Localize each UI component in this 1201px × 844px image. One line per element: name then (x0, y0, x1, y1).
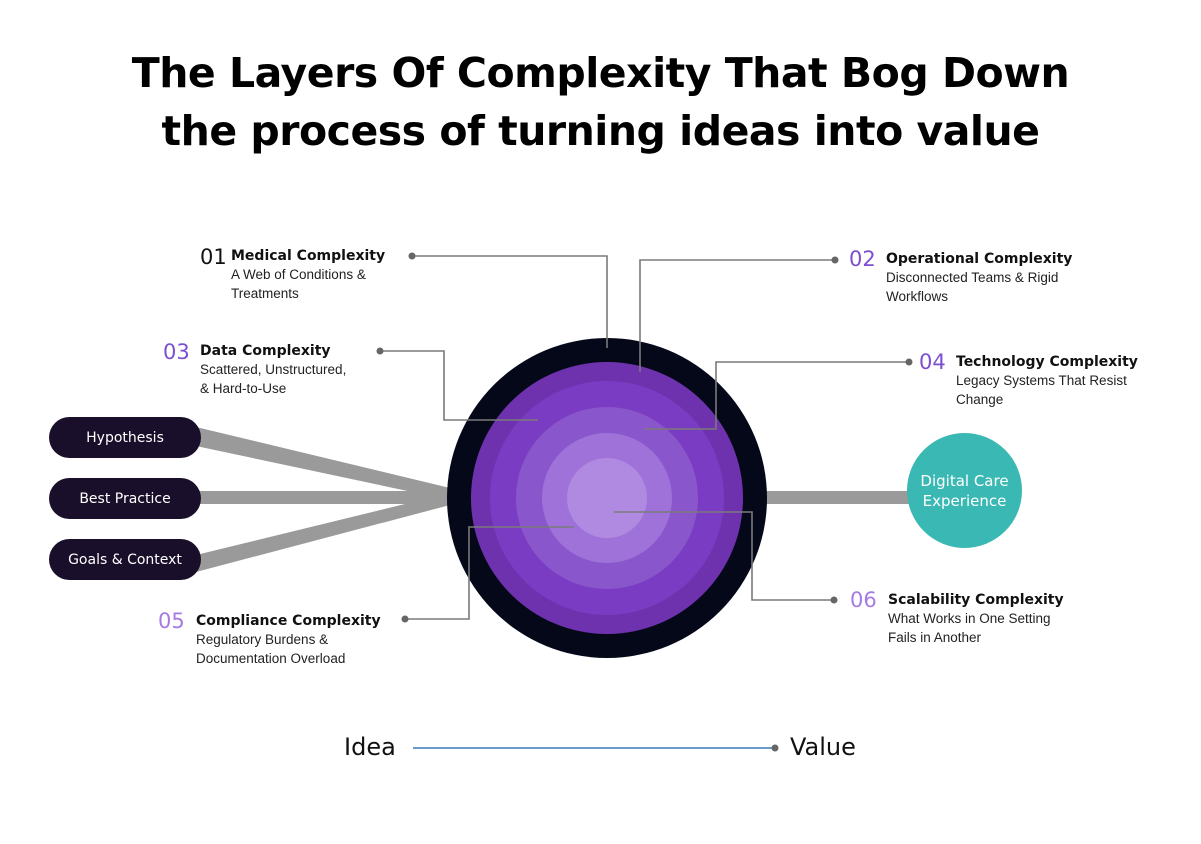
complexity-title: Technology Complexity (956, 354, 1138, 370)
title-line-2: the process of turning ideas into value (161, 107, 1040, 155)
connector-03 (380, 350, 538, 421)
complexity-item-03: 03 Data Complexity Scattered, Unstructur… (163, 341, 347, 398)
complexity-item-06: 06 Scalability Complexity What Works in … (850, 589, 1064, 647)
complexity-item-02: 02 Operational Complexity Disconnected T… (849, 248, 1073, 306)
connector-dot-03 (376, 347, 384, 355)
complexity-desc-line-1: Scattered, Unstructured, (200, 362, 347, 377)
input-label: Goals & Context (68, 551, 182, 568)
complexity-desc-line-1: A Web of Conditions & (231, 267, 366, 282)
input-label: Hypothesis (86, 429, 164, 446)
complexity-desc-line-1: Legacy Systems That Resist (956, 373, 1127, 388)
idea-value-dot (771, 744, 779, 752)
complexity-desc-line-1: Disconnected Teams & Rigid (886, 270, 1059, 285)
connector-dot-02 (831, 256, 839, 264)
funnel-line-hypothesis (196, 427, 450, 500)
complexity-desc-line-2: & Hard-to-Use (200, 381, 287, 396)
output-digital-care-experience: Digital Care Experience (907, 433, 1022, 548)
connector-dot-05 (401, 615, 409, 623)
complexity-desc-line-1: Regulatory Burdens & (196, 632, 329, 647)
complexity-desc-line-2: Documentation Overload (196, 651, 346, 666)
axis-label-idea: Idea (344, 733, 396, 761)
complexity-desc-line-2: Fails in Another (888, 630, 982, 645)
funnel-line-goals (196, 493, 450, 572)
complexity-title: Medical Complexity (231, 248, 386, 264)
page-title: The Layers Of Complexity That Bog Down t… (0, 44, 1201, 160)
layer-core (567, 458, 647, 538)
funnel-line-best-practice (196, 491, 456, 504)
output-line-1: Digital Care (920, 471, 1009, 490)
axis-label-value: Value (790, 733, 856, 761)
output-connector (760, 491, 910, 504)
funnel-lines (196, 427, 456, 572)
complexity-desc-line-2: Workflows (886, 289, 949, 304)
complexity-layers (447, 338, 767, 658)
complexity-number: 03 (163, 340, 190, 364)
connector-dot-06 (830, 596, 838, 604)
complexity-number: 02 (849, 247, 876, 271)
complexity-number: 04 (919, 350, 946, 374)
complexity-desc-line-2: Treatments (231, 286, 299, 301)
complexity-item-05: 05 Compliance Complexity Regulatory Burd… (158, 610, 381, 668)
input-pill-goals-context: Goals & Context (49, 539, 201, 580)
input-pill-best-practice: Best Practice (49, 478, 201, 519)
connector-01 (412, 255, 608, 348)
input-pill-hypothesis: Hypothesis (49, 417, 201, 458)
complexity-title: Compliance Complexity (196, 613, 381, 629)
complexity-number: 05 (158, 609, 185, 633)
input-label: Best Practice (79, 490, 171, 507)
connector-dot-01 (408, 252, 416, 260)
connector-05 (405, 526, 574, 620)
complexity-desc-line-2: Change (956, 392, 1004, 407)
connector-02 (639, 259, 835, 372)
complexity-title: Operational Complexity (886, 251, 1073, 267)
connector-06 (614, 511, 834, 601)
title-line-1: The Layers Of Complexity That Bog Down (131, 49, 1070, 97)
complexity-title: Scalability Complexity (888, 592, 1064, 608)
complexity-title: Data Complexity (200, 343, 331, 359)
connector-04 (644, 361, 909, 430)
complexity-number: 06 (850, 588, 877, 612)
connectors (380, 255, 909, 620)
connector-dots (376, 252, 913, 623)
complexity-item-01: 01 Medical Complexity A Web of Condition… (200, 246, 386, 303)
connector-dot-04 (905, 358, 913, 366)
complexity-desc-line-1: What Works in One Setting (888, 611, 1051, 626)
output-line-2: Experience (922, 491, 1007, 510)
complexity-number: 01 (200, 245, 227, 269)
complexity-item-04: 04 Technology Complexity Legacy Systems … (919, 351, 1138, 409)
